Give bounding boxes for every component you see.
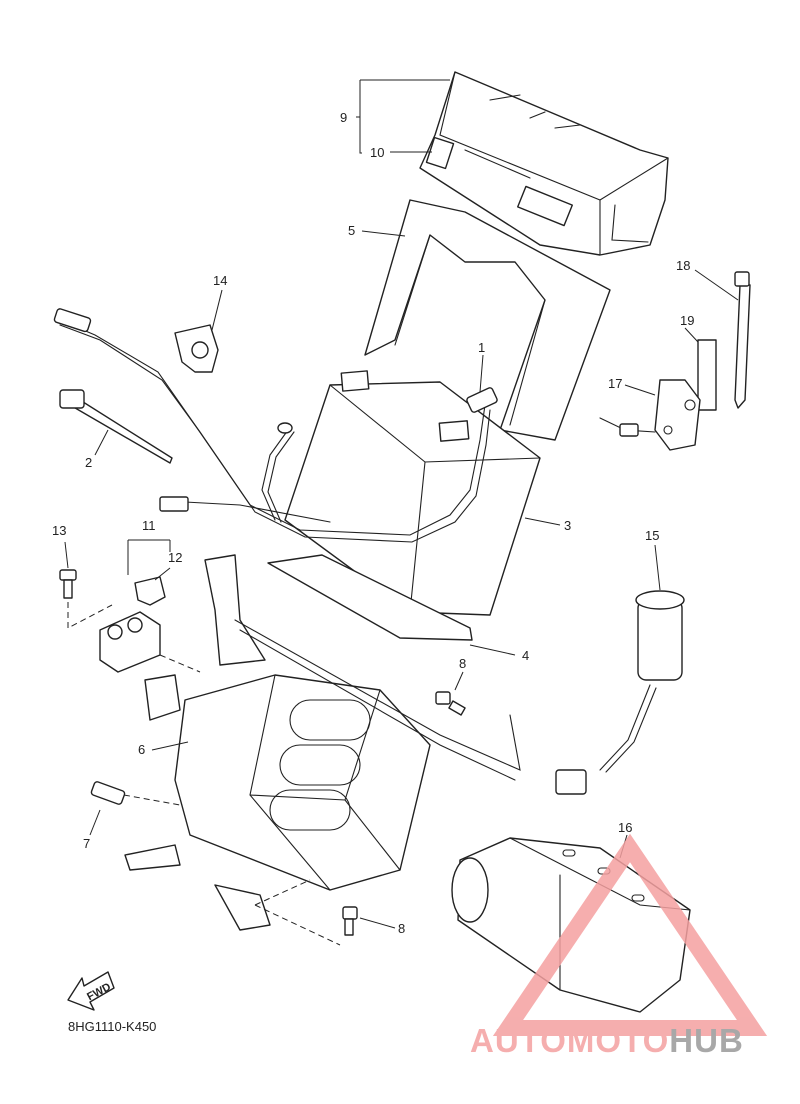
battery-box — [124, 554, 521, 931]
callout-labels: 1 2 3 4 5 6 7 8 8 9 10 11 12 13 14 15 16… — [52, 110, 694, 936]
battery-band — [364, 199, 611, 441]
assembly-dashes — [67, 602, 341, 946]
long-cable-tie — [734, 271, 751, 409]
battery-pad — [267, 554, 473, 641]
callout-8-upper: 8 — [459, 656, 466, 671]
watermark-logo: AUTOMOTOHUB — [470, 833, 768, 1059]
wire-clamp — [174, 324, 219, 373]
cable-tie — [59, 389, 173, 464]
callout-6: 6 — [138, 742, 145, 757]
watermark-text-part1: AUTOMOTO — [470, 1022, 669, 1059]
battery — [284, 370, 541, 616]
callout-14: 14 — [213, 273, 227, 288]
callout-4: 4 — [522, 648, 529, 663]
power-socket — [555, 590, 685, 795]
bolt-8-lower — [342, 906, 358, 936]
sensor — [599, 379, 701, 451]
callout-7: 7 — [83, 836, 90, 851]
fwd-arrow-icon: FWD — [67, 971, 115, 1011]
bolt-8-upper — [435, 691, 466, 716]
starter-relay — [99, 611, 161, 673]
pad-strip — [697, 339, 717, 411]
callout-9: 9 — [340, 110, 347, 125]
watermark-text-part2: HUB — [669, 1022, 744, 1059]
callout-17: 17 — [608, 376, 622, 391]
small-pad — [90, 781, 126, 805]
diagram-code: 8HG1110-K450 — [68, 1019, 156, 1034]
callout-1: 1 — [478, 340, 485, 355]
callout-2: 2 — [85, 455, 92, 470]
battery-cover — [419, 71, 669, 256]
callout-10: 10 — [370, 145, 384, 160]
callout-11: 11 — [142, 518, 156, 533]
bolt-13 — [59, 569, 77, 599]
callout-15: 15 — [645, 528, 659, 543]
callout-18: 18 — [676, 258, 690, 273]
callout-19: 19 — [680, 313, 694, 328]
callout-8-lower: 8 — [398, 921, 405, 936]
fuse — [134, 576, 166, 606]
leader-lines — [64, 79, 739, 929]
callout-5: 5 — [348, 223, 355, 238]
battery-cable — [53, 308, 498, 543]
callout-16: 16 — [618, 820, 632, 835]
callout-12: 12 — [168, 550, 182, 565]
watermark-text: AUTOMOTOHUB — [470, 1022, 744, 1059]
callout-13: 13 — [52, 523, 66, 538]
callout-3: 3 — [564, 518, 571, 533]
